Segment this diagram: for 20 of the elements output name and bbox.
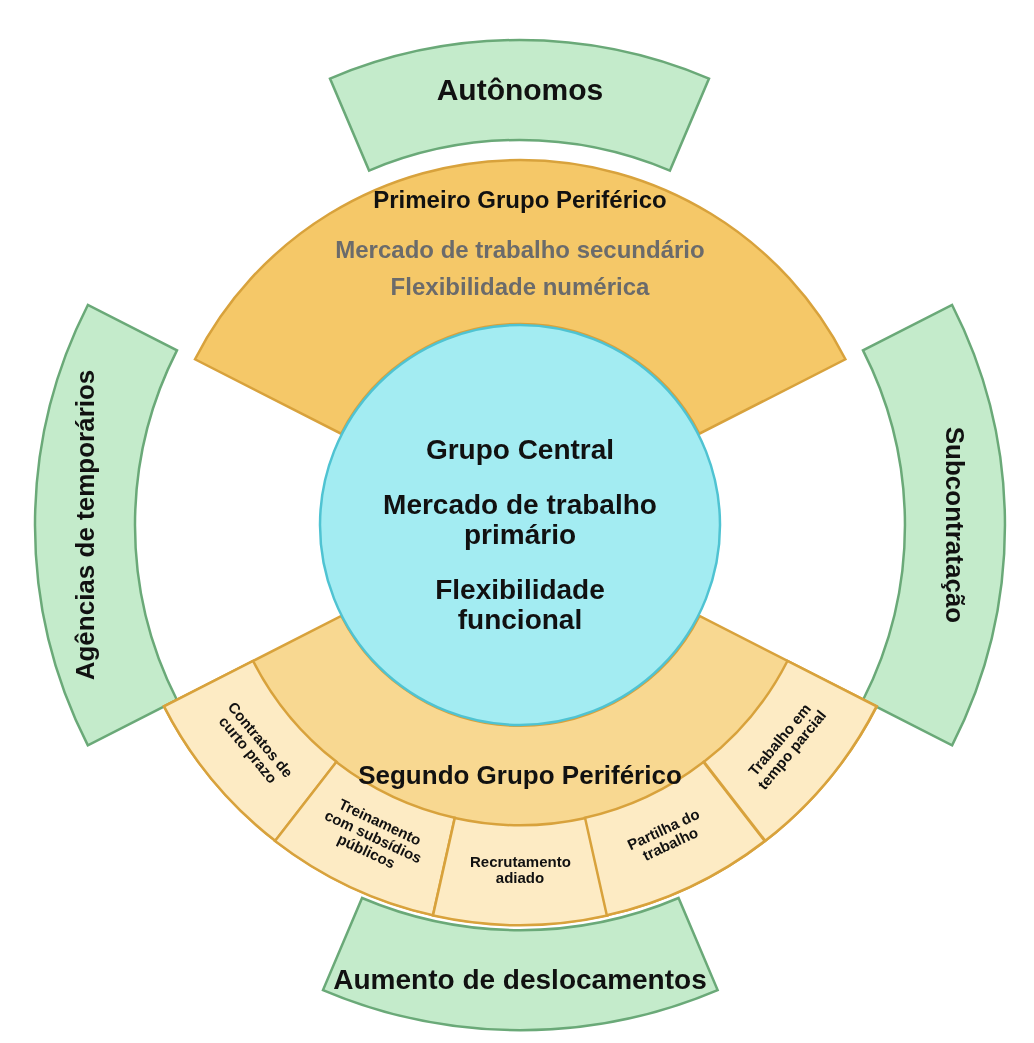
body-text: Flexibilidade numérica xyxy=(389,274,651,300)
band-label: Autônomos xyxy=(435,73,605,107)
sector-segment xyxy=(430,815,610,927)
segment-label: Recrutamento adiado xyxy=(470,853,570,887)
body-text: Mercado de trabalho primário xyxy=(382,489,658,551)
band-label: Agências de temporários xyxy=(70,368,100,683)
body-text: Flexibilidade funcional xyxy=(434,574,606,636)
band-label: Aumento de deslocamentos xyxy=(332,964,708,996)
center-circle xyxy=(318,323,722,727)
heading: Primeiro Grupo Periférico xyxy=(372,187,668,213)
arc-band xyxy=(33,302,179,748)
heading: Grupo Central xyxy=(424,434,616,466)
fan-sector xyxy=(192,158,848,436)
arc-band xyxy=(320,895,720,1032)
arc-band xyxy=(861,302,1007,748)
body-text: Mercado de trabalho secundário xyxy=(334,237,706,263)
sector-segment xyxy=(701,659,879,844)
heading: Segundo Grupo Periférico xyxy=(357,760,683,789)
band-label: Subcontratação xyxy=(940,425,970,626)
arc-band xyxy=(328,38,712,173)
